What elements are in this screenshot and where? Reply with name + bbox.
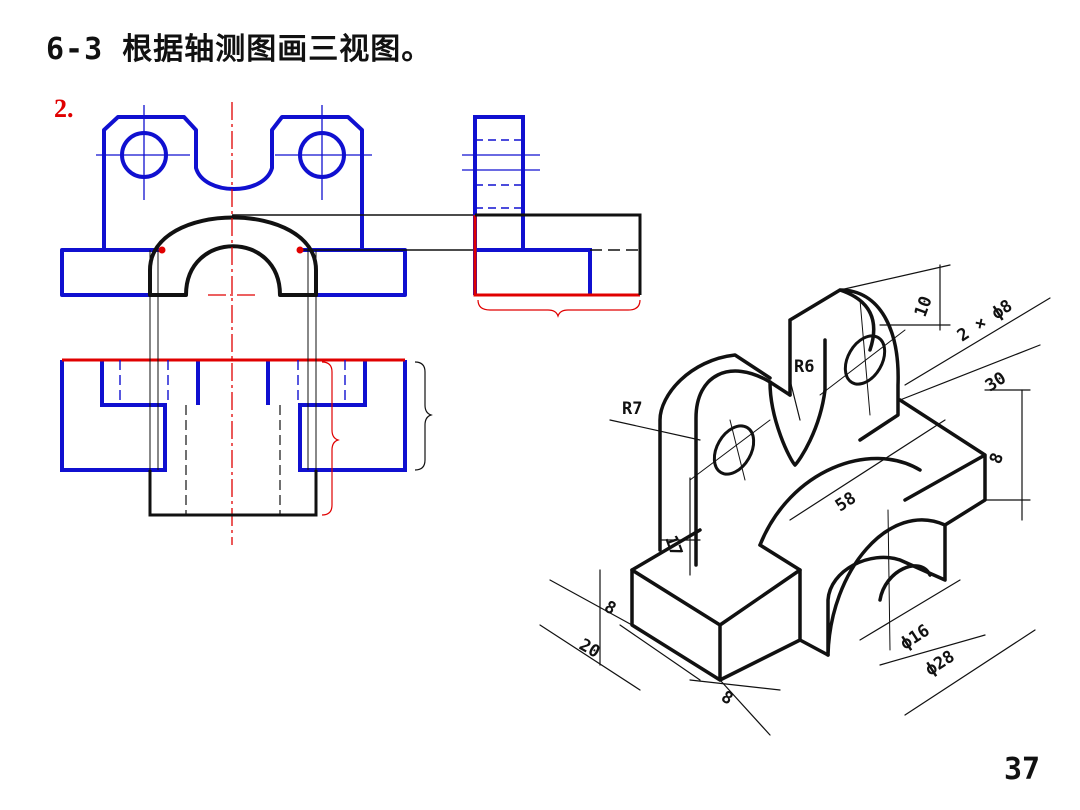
iso-cylinder (758, 456, 947, 657)
front-view-added-arch (148, 215, 318, 297)
dim-58: 58 (832, 488, 860, 516)
dim-2-phi8: 2 × ϕ8 (954, 296, 1016, 346)
side-view-hidden-holes (475, 139, 523, 209)
front-view (60, 102, 475, 545)
dim-8-right: 8 (986, 450, 1008, 466)
side-view-section (473, 215, 640, 297)
top-view-black-hidden-lines (185, 405, 281, 515)
iso-base (630, 568, 802, 682)
isometric-view (539, 264, 1051, 736)
front-view-base-outline (60, 248, 407, 297)
side-view-upright (473, 115, 525, 252)
iso-upright-left (694, 369, 792, 567)
page-title: 6-3 根据轴测图画三视图。 (46, 32, 433, 67)
top-view-brace-black (414, 361, 433, 471)
front-view-upright-outline (102, 115, 364, 250)
top-view-brace-red (321, 361, 340, 516)
dim-phi16: ϕ16 (897, 621, 934, 655)
iso-base-top (630, 528, 802, 572)
intersection-point-left (158, 246, 166, 254)
dim-20: 20 (576, 635, 604, 663)
iso-center-lines (689, 299, 906, 651)
side-view-brace (477, 299, 641, 318)
front-view-hole-center-lines (96, 105, 372, 200)
iso-hole-right (843, 334, 887, 386)
iso-upright-left-face (658, 353, 772, 552)
top-view-thin-lines (149, 250, 317, 470)
top-view (60, 250, 433, 517)
dim-17: 17 (660, 533, 686, 559)
side-view-hole-center (462, 154, 540, 171)
front-view-center-lines (208, 102, 256, 545)
iso-dimension-lines (539, 264, 1051, 736)
dim-8-bottom: 8 (718, 687, 737, 709)
problem-number: 2. (54, 94, 74, 123)
side-view-added-cylinder (475, 213, 642, 295)
iso-slot (768, 338, 827, 467)
dim-10: 10 (911, 294, 937, 320)
top-view-hidden-lines (119, 360, 346, 405)
dim-r7: R7 (622, 399, 642, 419)
top-view-outline (60, 360, 407, 472)
intersection-point-right (296, 246, 304, 254)
dim-r6: R6 (794, 357, 814, 377)
side-view-base (473, 248, 592, 295)
page-number: 37 (1004, 752, 1041, 787)
top-view-added-cylinder (148, 470, 318, 517)
iso-hole-left (712, 424, 756, 476)
iso-upright-right (788, 288, 900, 442)
side-view (462, 115, 642, 318)
iso-cylinder-side (798, 638, 830, 657)
iso-dimension-labels: R7 R6 2 × ϕ8 10 30 8 58 17 8 20 8 ϕ16 ϕ2… (576, 294, 1017, 710)
dim-30: 30 (982, 368, 1010, 396)
iso-base-right (898, 398, 987, 527)
